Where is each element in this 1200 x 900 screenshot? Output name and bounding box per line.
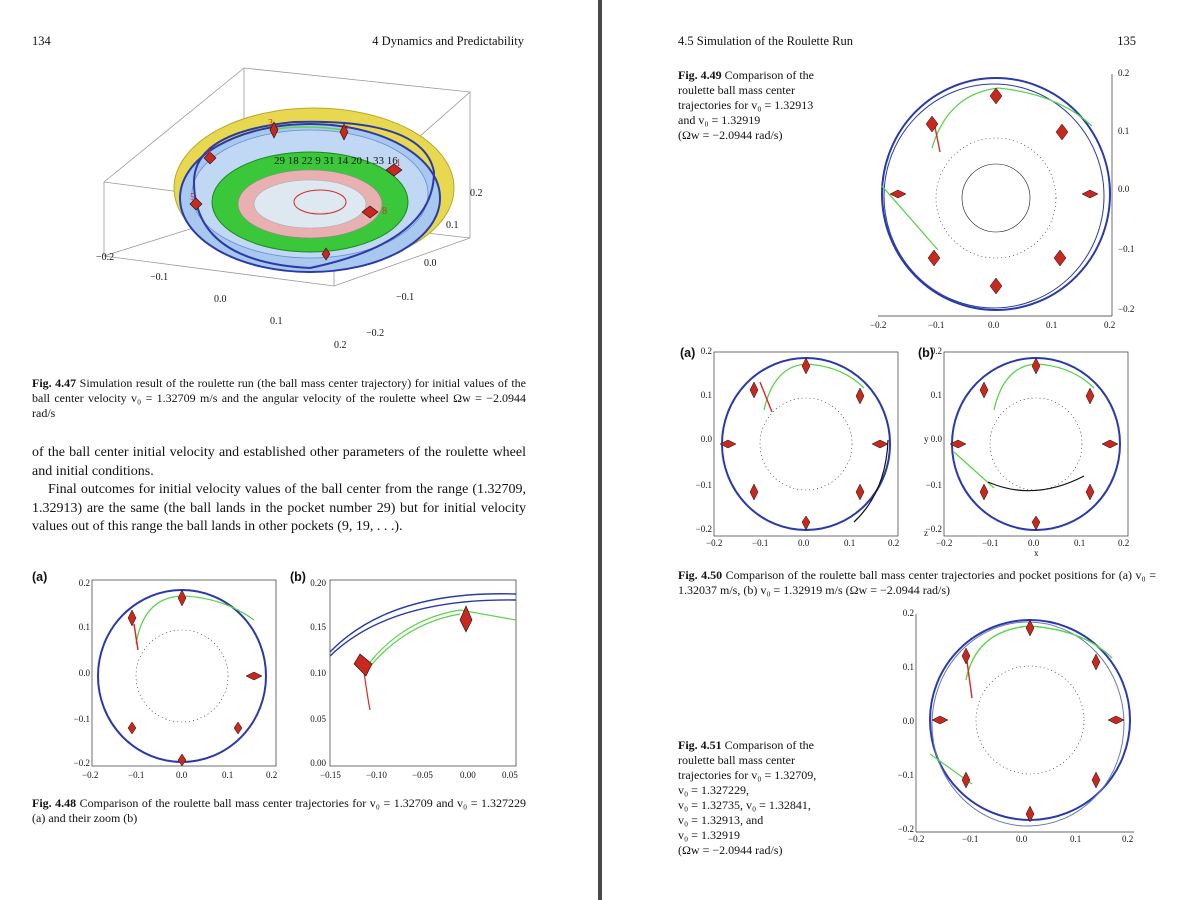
fig-451-plot	[915, 614, 1134, 833]
trajectory-blue	[881, 77, 1111, 311]
right-page: 4.5 Simulation of the Roulette Run 135 F…	[602, 0, 1200, 900]
page-number: 134	[32, 34, 51, 48]
page-number: 135	[1117, 34, 1136, 48]
deflector-diamonds	[353, 605, 473, 677]
fig-448b-plot	[329, 579, 517, 767]
fig-450b-y-ticks: 0.2 0.1 0.0 −0.1 −0.2	[925, 346, 942, 534]
fig-451-caption: Fig. 4.51 Comparison of the roulette bal…	[678, 738, 817, 857]
svg-text:2: 2	[344, 124, 349, 135]
fig-447-caption: Fig. 4.47 Simulation result of the roule…	[32, 376, 526, 420]
fig-450b-plot	[943, 351, 1129, 537]
deflector-diamonds	[889, 87, 1099, 295]
x-axis-ticks-3d: −0.2 −0.1 0.0 0.1 0.2	[96, 252, 347, 351]
fig-447-3d-plot: 3 2 1 8 4 5 29 18 22 9 31 14 20 1 33 16 −0.2…	[96, 67, 483, 351]
fig-449-plot	[878, 74, 1113, 317]
trajectory-red	[363, 671, 371, 711]
fig-450-caption: Fig. 4.50 Comparison of the roulette bal…	[678, 568, 1156, 597]
fig-448b-y-ticks: 0.20 0.15 0.10 0.05 0.00	[310, 578, 326, 768]
deflector-diamonds	[189, 121, 403, 261]
trajectory-blue	[193, 120, 436, 270]
fig-450a-plot	[713, 351, 899, 537]
page-gutter	[598, 0, 602, 900]
svg-text:−0.1: −0.1	[396, 292, 414, 303]
svg-text:−0.1: −0.1	[150, 272, 168, 283]
svg-text:0.0: 0.0	[424, 258, 437, 269]
running-head: 4.5 Simulation of the Roulette Run	[678, 34, 853, 48]
body-paragraph-2: Final outcomes for initial velocity valu…	[32, 482, 526, 534]
svg-text:0.1: 0.1	[270, 316, 283, 327]
trajectory-blue	[721, 357, 891, 531]
fig-449-y-ticks: 0.2 0.1 0.0 −0.1 −0.2	[1118, 68, 1135, 314]
body-text: of the ball center initial velocity and …	[32, 444, 526, 537]
body-paragraph-1: of the ball center initial velocity and …	[32, 445, 526, 479]
trajectory-red	[133, 623, 139, 651]
fig-450a-label: (a)	[680, 346, 696, 360]
diamond-labels: 3 2 1 8 4 5	[190, 118, 401, 217]
fig-451-y-ticks: 0.2 0.1 0.0 −0.1 −0.2	[897, 608, 914, 834]
trajectory-black	[987, 475, 1085, 492]
svg-text:−0.2: −0.2	[366, 328, 384, 339]
fig-450b-y-axis-label: y	[924, 434, 929, 444]
trajectory-blue	[97, 589, 267, 763]
svg-text:4: 4	[206, 146, 211, 157]
fig-450b-x-axis-label: x	[1034, 548, 1039, 558]
fig-448a-y-ticks: 0.2 0.1 0.0 −0.1 −0.2	[73, 578, 90, 768]
svg-text:0.1: 0.1	[446, 220, 459, 231]
svg-text:1: 1	[396, 158, 401, 169]
svg-text:0.0: 0.0	[214, 294, 227, 305]
fig-450b-z-axis-label: z	[924, 528, 928, 538]
pocket-ring	[759, 397, 853, 491]
pocket-ring	[989, 397, 1083, 491]
y-axis-ticks-3d: 0.2 0.1 0.0 −0.1 −0.2	[366, 188, 483, 339]
trajectory-green	[965, 625, 1113, 681]
fig-448b-label: (b)	[290, 570, 306, 584]
pocket-ring	[975, 665, 1085, 775]
svg-text:3: 3	[268, 118, 273, 129]
trajectory-red	[759, 381, 773, 413]
svg-text:−0.2: −0.2	[96, 252, 114, 263]
trajectory-black	[853, 439, 889, 523]
svg-text:0.2: 0.2	[470, 188, 483, 199]
center-ring	[293, 189, 347, 215]
fig-448-caption: Fig. 4.48 Comparison of the roulette bal…	[32, 796, 526, 825]
pocket-ring	[935, 137, 1057, 259]
svg-text:5: 5	[190, 192, 195, 203]
svg-text:8: 8	[382, 206, 387, 217]
deflector-diamonds	[719, 357, 889, 531]
trajectory-green	[135, 595, 255, 645]
fig-449-caption: Fig. 4.49 Comparison of the roulette bal…	[678, 68, 814, 142]
left-page: 134 4 Dynamics and Predictability	[0, 0, 598, 900]
running-head: 4 Dynamics and Predictability	[372, 34, 524, 48]
pocket-numbers-3d: 29 18 22 9 31 14 20 1 33 16	[274, 155, 398, 167]
fig-448a-plot	[91, 579, 277, 767]
trajectory-green	[881, 185, 939, 251]
trajectory-blue	[929, 619, 1131, 821]
wheel-center	[253, 179, 367, 229]
fig-450a-y-ticks: 0.2 0.1 0.0 −0.1 −0.2	[695, 346, 712, 534]
pocket-ring	[135, 629, 229, 723]
deflector-diamonds	[949, 357, 1119, 531]
trajectory-blue	[951, 357, 1121, 531]
trajectory-green	[363, 609, 517, 671]
deflector-diamonds	[931, 619, 1125, 823]
fig-450b-label: (b)	[918, 346, 934, 360]
svg-text:0.2: 0.2	[334, 340, 347, 351]
deflector-diamonds	[127, 589, 263, 767]
trajectory-blue	[329, 593, 517, 653]
fig-448a-label: (a)	[32, 570, 48, 584]
